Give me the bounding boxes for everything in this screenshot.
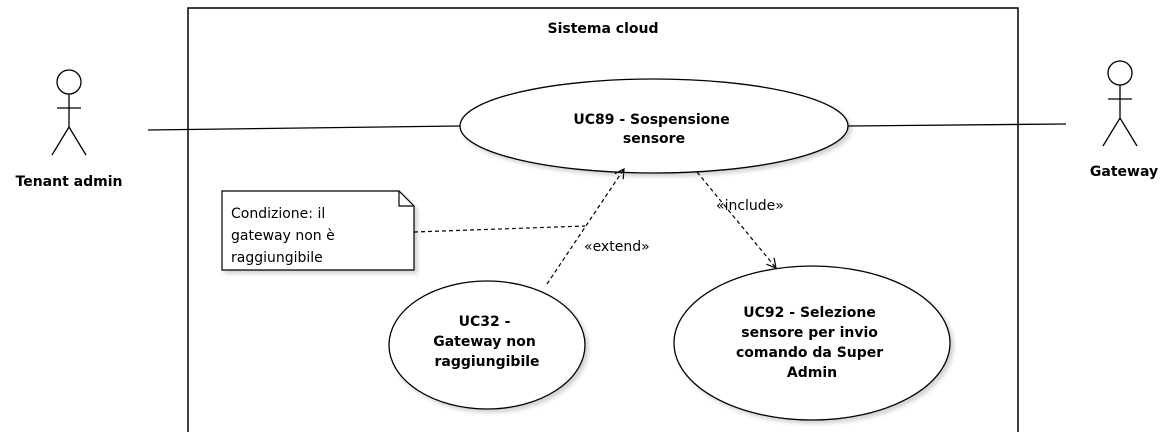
actor-label-gateway: Gateway <box>1090 164 1158 180</box>
condition-note-text: Condizione: il gateway non è raggiungibi… <box>231 206 339 266</box>
use-case-uc92-label: UC92 - Selezione sensore per invio coman… <box>736 305 888 381</box>
note-connector <box>413 225 586 233</box>
use-case-uc92 <box>673 265 951 421</box>
condition-note: Condizione: il gateway non è raggiungibi… <box>221 190 415 271</box>
actor-label-tenant-admin: Tenant admin <box>16 174 123 190</box>
use-case-uc32-label: UC32 - Gateway non raggiungibile <box>433 314 541 370</box>
association-tenant-uc89 <box>147 125 461 131</box>
include-label: «include» <box>716 198 784 214</box>
use-case-uc89 <box>459 78 849 174</box>
system-title: Sistema cloud <box>547 21 658 37</box>
extend-label: «extend» <box>584 239 650 255</box>
actor-gateway <box>1102 60 1138 147</box>
actor-tenant-admin <box>51 69 87 156</box>
use-case-uc89-label: UC89 - Sospensione sensore <box>573 112 734 147</box>
use-case-uc32 <box>388 280 586 410</box>
extend-arrow <box>546 167 625 285</box>
association-uc89-gateway <box>847 123 1067 127</box>
